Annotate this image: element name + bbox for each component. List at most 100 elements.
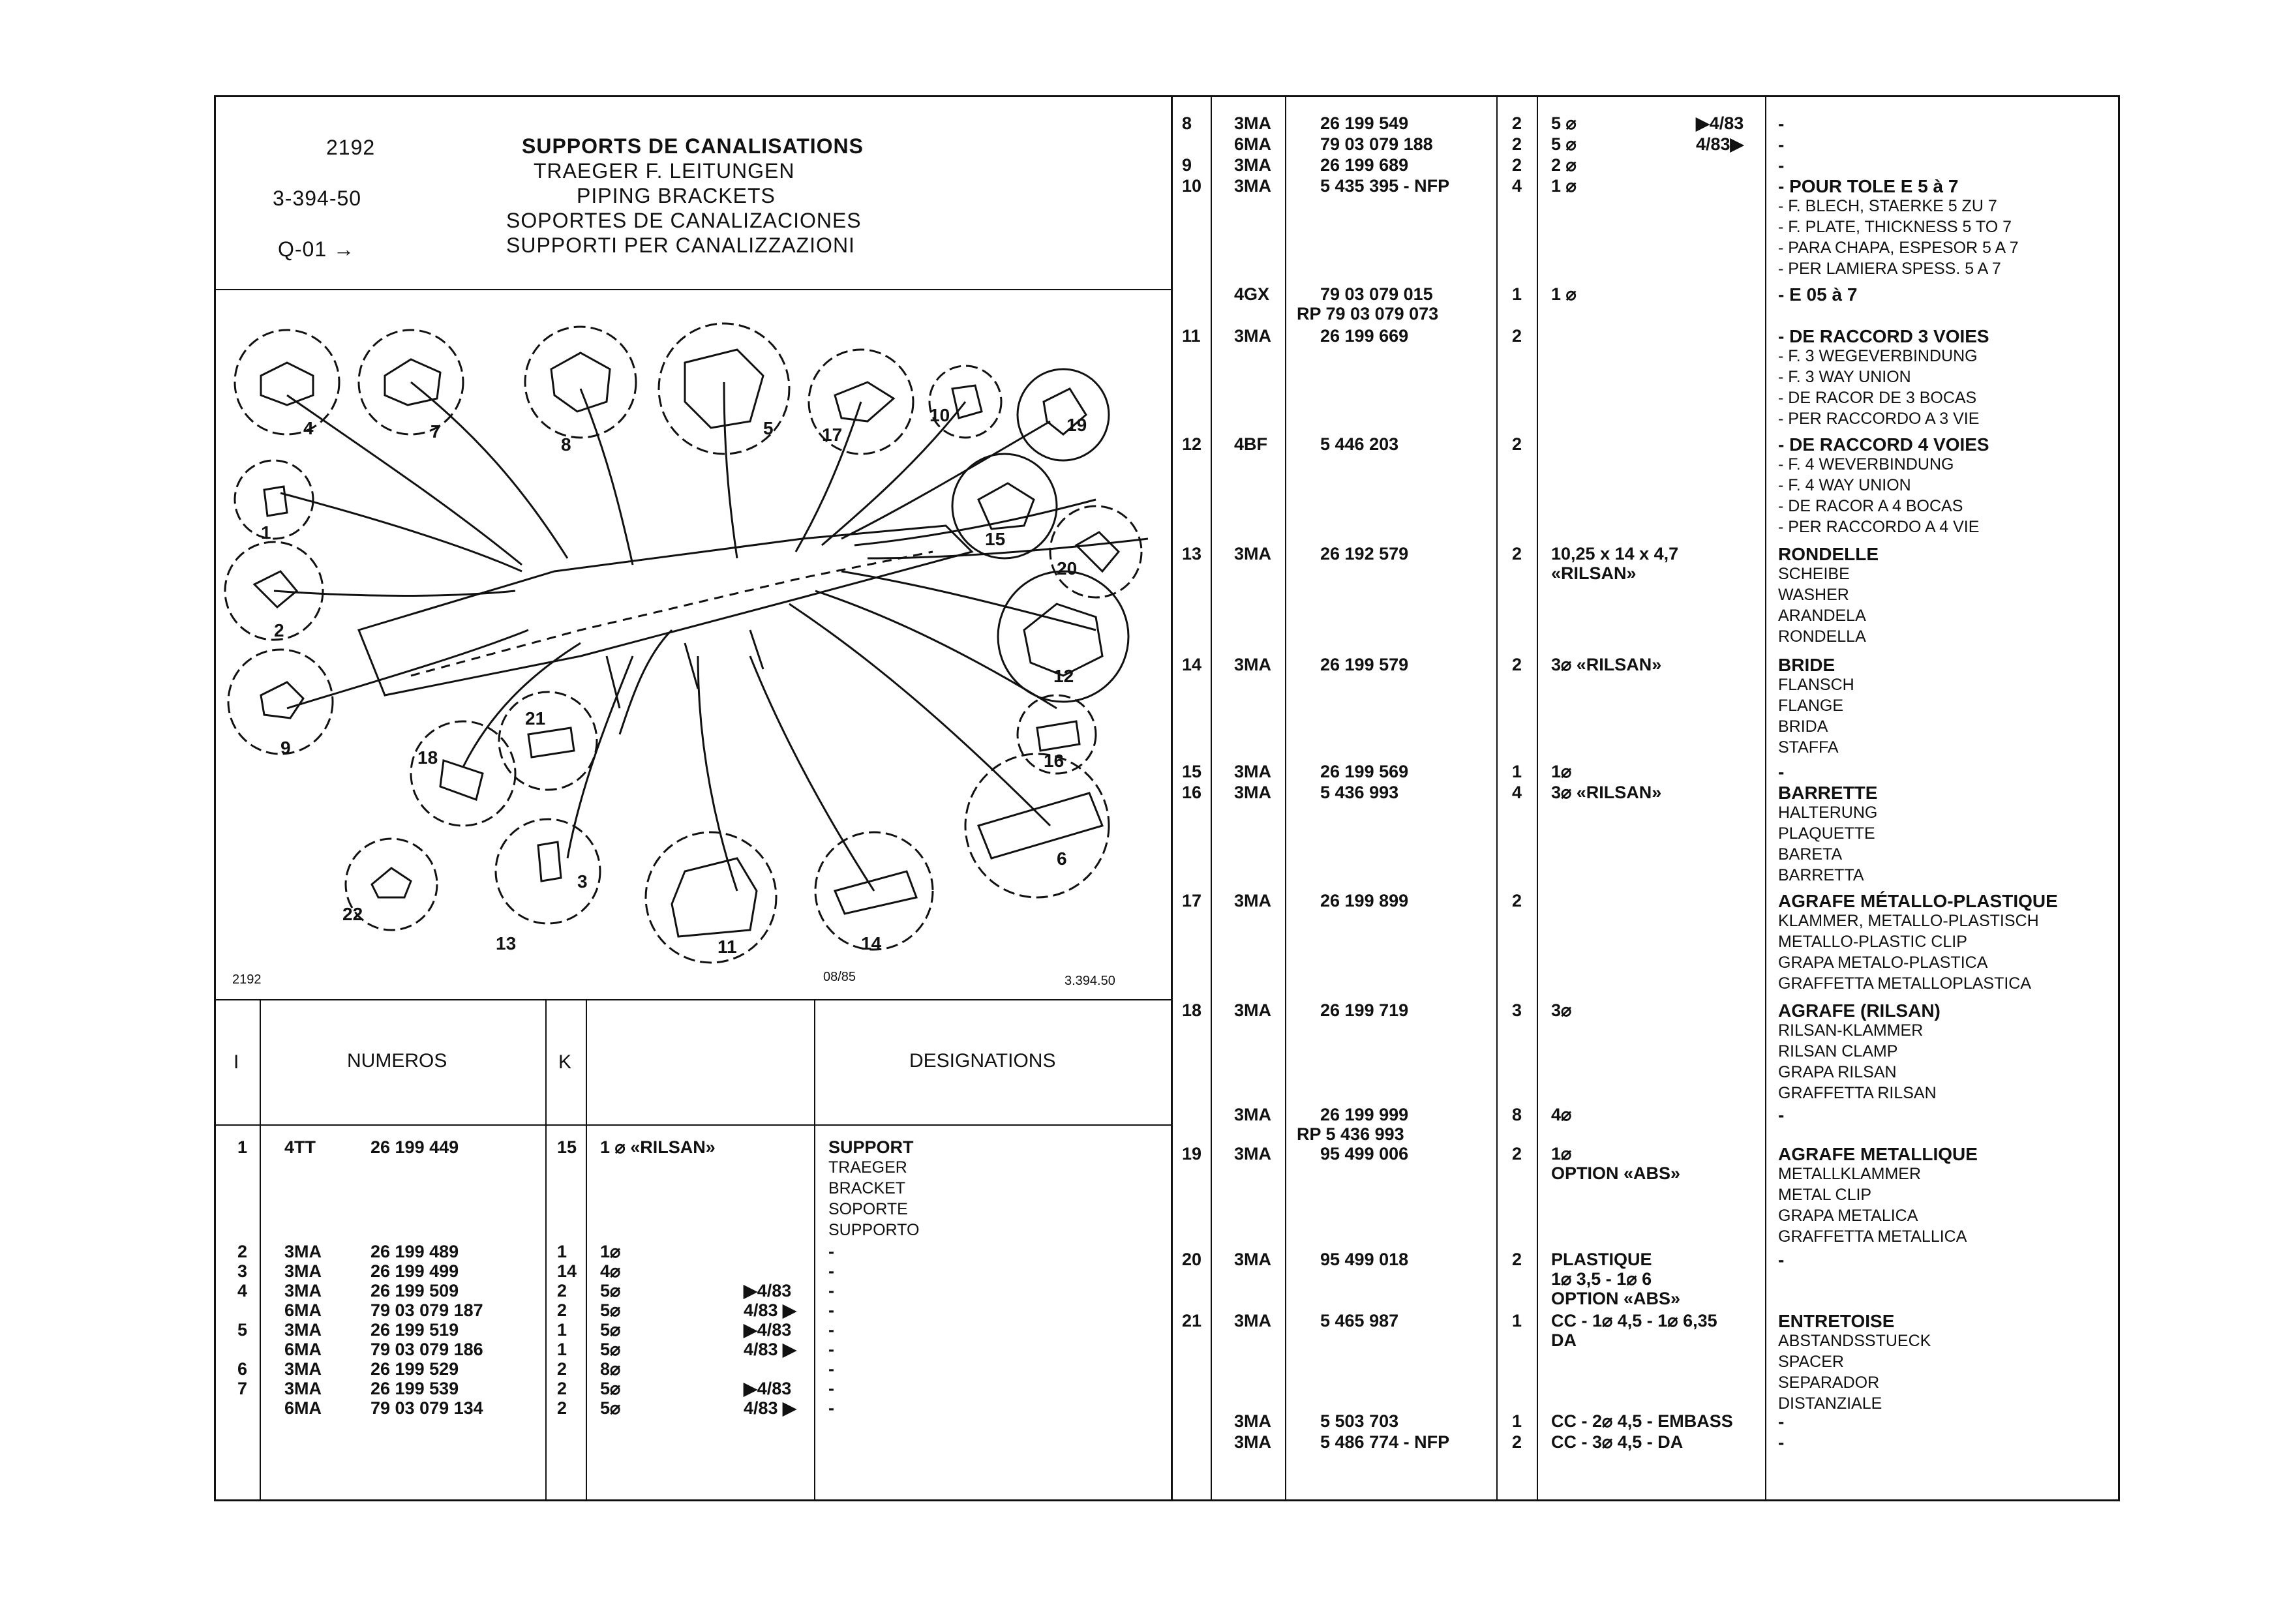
- right-row-17-spec: CC - 1⌀ 4,5 - 1⌀ 6,35: [1551, 1311, 1717, 1330]
- right-row-12-designation-2: KLAMMER, METALLO-PLASTISCH: [1778, 912, 2039, 930]
- right-row-13-code: 3MA: [1234, 1000, 1272, 1020]
- right-row-1-code: 3MA: [1234, 113, 1272, 133]
- left-row-12-des: -: [828, 1359, 834, 1379]
- left-col-sep-3: [586, 999, 587, 1501]
- callout-17: 17: [822, 425, 842, 445]
- callout-21: 21: [525, 708, 545, 728]
- left-row-10-code: 3MA: [284, 1320, 322, 1340]
- left-row-7-i: 3: [237, 1261, 248, 1281]
- left-row-13-code: 3MA: [284, 1379, 322, 1398]
- left-row-7-k: 14: [557, 1261, 577, 1281]
- right-row-9-code: 3MA: [1234, 655, 1272, 674]
- right-row-2-spec: 5 ⌀: [1551, 134, 1577, 154]
- right-row-6-index: 11: [1182, 326, 1201, 346]
- underbody-outline: [357, 524, 974, 697]
- right-row-8-index: 13: [1182, 544, 1202, 563]
- left-row-1-i: 1: [237, 1137, 248, 1157]
- callout-5: 5: [763, 418, 774, 438]
- right-row-15-designation-2: METALLKLAMMER: [1778, 1165, 1922, 1183]
- left-row-6-num: 26 199 489: [370, 1242, 459, 1261]
- callout-9: 9: [280, 738, 291, 758]
- left-row-1-spec: 1 ⌀ «RILSAN»: [600, 1137, 716, 1157]
- left-row-1-code: 4TT: [284, 1137, 316, 1157]
- right-row-12-designation-4: GRAPA METALO-PLASTICA: [1778, 954, 1988, 972]
- left-row-8-i: 4: [237, 1281, 248, 1300]
- part-bubble-2: [224, 541, 324, 641]
- right-row-9-designation-1: BRIDE: [1778, 655, 1835, 675]
- right-row-4-designation-3: - F. PLATE, THICKNESS 5 TO 7: [1778, 218, 2012, 236]
- left-row-8-k: 2: [557, 1281, 567, 1300]
- group-number: 2192: [326, 136, 376, 159]
- right-row-9-designation-3: FLANGE: [1778, 697, 1844, 715]
- right-row-1-date: ▶4/83: [1696, 113, 1744, 133]
- right-row-8-k: 2: [1512, 544, 1522, 563]
- part-bubble-16: [1016, 694, 1097, 775]
- right-row-12-index: 17: [1182, 891, 1202, 910]
- part-bubble-15: [951, 453, 1058, 560]
- left-row-12-code: 3MA: [284, 1359, 322, 1379]
- left-row-11-code: 6MA: [284, 1340, 322, 1359]
- right-row-4-index: 10: [1182, 176, 1202, 196]
- right-row-7-designation-4: - DE RACOR A 4 BOCAS: [1778, 497, 1963, 515]
- left-row-10-i: 5: [237, 1320, 248, 1340]
- right-row-5-spec: 1 ⌀: [1551, 284, 1577, 304]
- left-row-10-des: -: [828, 1320, 834, 1340]
- right-row-12-designation-1: AGRAFE MÉTALLO-PLASTIQUE: [1778, 891, 2058, 911]
- right-row-4-number: 5 435 395 - NFP: [1320, 176, 1450, 196]
- callout-20: 20: [1057, 558, 1077, 578]
- right-row-3-index: 9: [1182, 155, 1192, 175]
- callout-6: 6: [1057, 849, 1067, 869]
- right-row-7-designation-3: - F. 4 WAY UNION: [1778, 476, 1911, 494]
- right-row-14-spec: 4⌀: [1551, 1105, 1572, 1124]
- right-row-19-k: 2: [1512, 1432, 1522, 1452]
- part-bubble-6: [964, 753, 1110, 899]
- right-row-10-spec: 1⌀: [1551, 762, 1572, 781]
- left-row-1-k: 15: [557, 1137, 577, 1157]
- right-row-16-spec: PLASTIQUE: [1551, 1250, 1652, 1269]
- left-row-11-k: 1: [557, 1340, 567, 1359]
- left-row-9-k: 2: [557, 1300, 567, 1320]
- right-row-3-designation-1: -: [1778, 155, 1785, 175]
- right-row-15-designation-5: GRAFFETTA METALLICA: [1778, 1227, 1967, 1246]
- callout-11: 11: [718, 937, 737, 957]
- right-row-19-spec: CC - 3⌀ 4,5 - DA: [1551, 1432, 1684, 1452]
- right-row-18-designation-1: -: [1778, 1411, 1785, 1432]
- diagram-corner-group: 2192: [232, 972, 262, 987]
- right-col-sep-5: [1765, 95, 1766, 1501]
- callout-15: 15: [985, 529, 1005, 549]
- right-row-17-index: 21: [1182, 1311, 1202, 1330]
- right-row-7-designation-1: - DE RACCORD 4 VOIES: [1778, 434, 1989, 455]
- right-row-13-designation-4: GRAPA RILSAN: [1778, 1063, 1897, 1081]
- callout-7: 7: [430, 421, 441, 442]
- callout-18: 18: [417, 747, 438, 768]
- right-row-8-designation-2: SCHEIBE: [1778, 565, 1850, 583]
- right-row-9-index: 14: [1182, 655, 1202, 674]
- callout-2: 2: [274, 620, 284, 640]
- part-bubble-17: [808, 348, 914, 455]
- right-row-14-number-alt: RP 5 436 993: [1297, 1124, 1404, 1144]
- right-row-1-designation-1: -: [1778, 113, 1785, 134]
- left-col-sep-2: [545, 999, 547, 1501]
- right-row-18-code: 3MA: [1234, 1411, 1272, 1431]
- right-row-9-designation-4: BRIDA: [1778, 717, 1828, 736]
- right-row-11-spec: 3⌀ «RILSAN»: [1551, 783, 1662, 802]
- left-row-8-spec: 5⌀: [600, 1281, 621, 1300]
- right-row-11-index: 16: [1182, 783, 1202, 802]
- left-row-12-spec: 8⌀: [600, 1359, 621, 1379]
- right-row-4-designation-2: - F. BLECH, STAERKE 5 ZU 7: [1778, 197, 1997, 215]
- left-row-10-num: 26 199 519: [370, 1320, 459, 1340]
- right-row-11-code: 3MA: [1234, 783, 1272, 802]
- left-row-11-date: 4/83 ▶: [744, 1340, 796, 1359]
- left-row-9-des: -: [828, 1300, 834, 1320]
- right-row-17-spec-2: DA: [1551, 1330, 1577, 1350]
- right-row-15-k: 2: [1512, 1144, 1522, 1164]
- right-row-15-designation-3: METAL CLIP: [1778, 1186, 1872, 1204]
- right-row-17-designation-4: SEPARADOR: [1778, 1374, 1880, 1392]
- left-row-6-code: 3MA: [284, 1242, 322, 1261]
- diagram-date: 08/85: [823, 970, 856, 984]
- right-row-5-number: 79 03 079 015: [1320, 284, 1433, 304]
- right-row-14-designation-1: -: [1778, 1105, 1785, 1125]
- right-row-8-designation-1: RONDELLE: [1778, 544, 1879, 564]
- right-row-13-designation-1: AGRAFE (RILSAN): [1778, 1000, 1941, 1021]
- left-row-5-des: SUPPORTO: [828, 1221, 920, 1239]
